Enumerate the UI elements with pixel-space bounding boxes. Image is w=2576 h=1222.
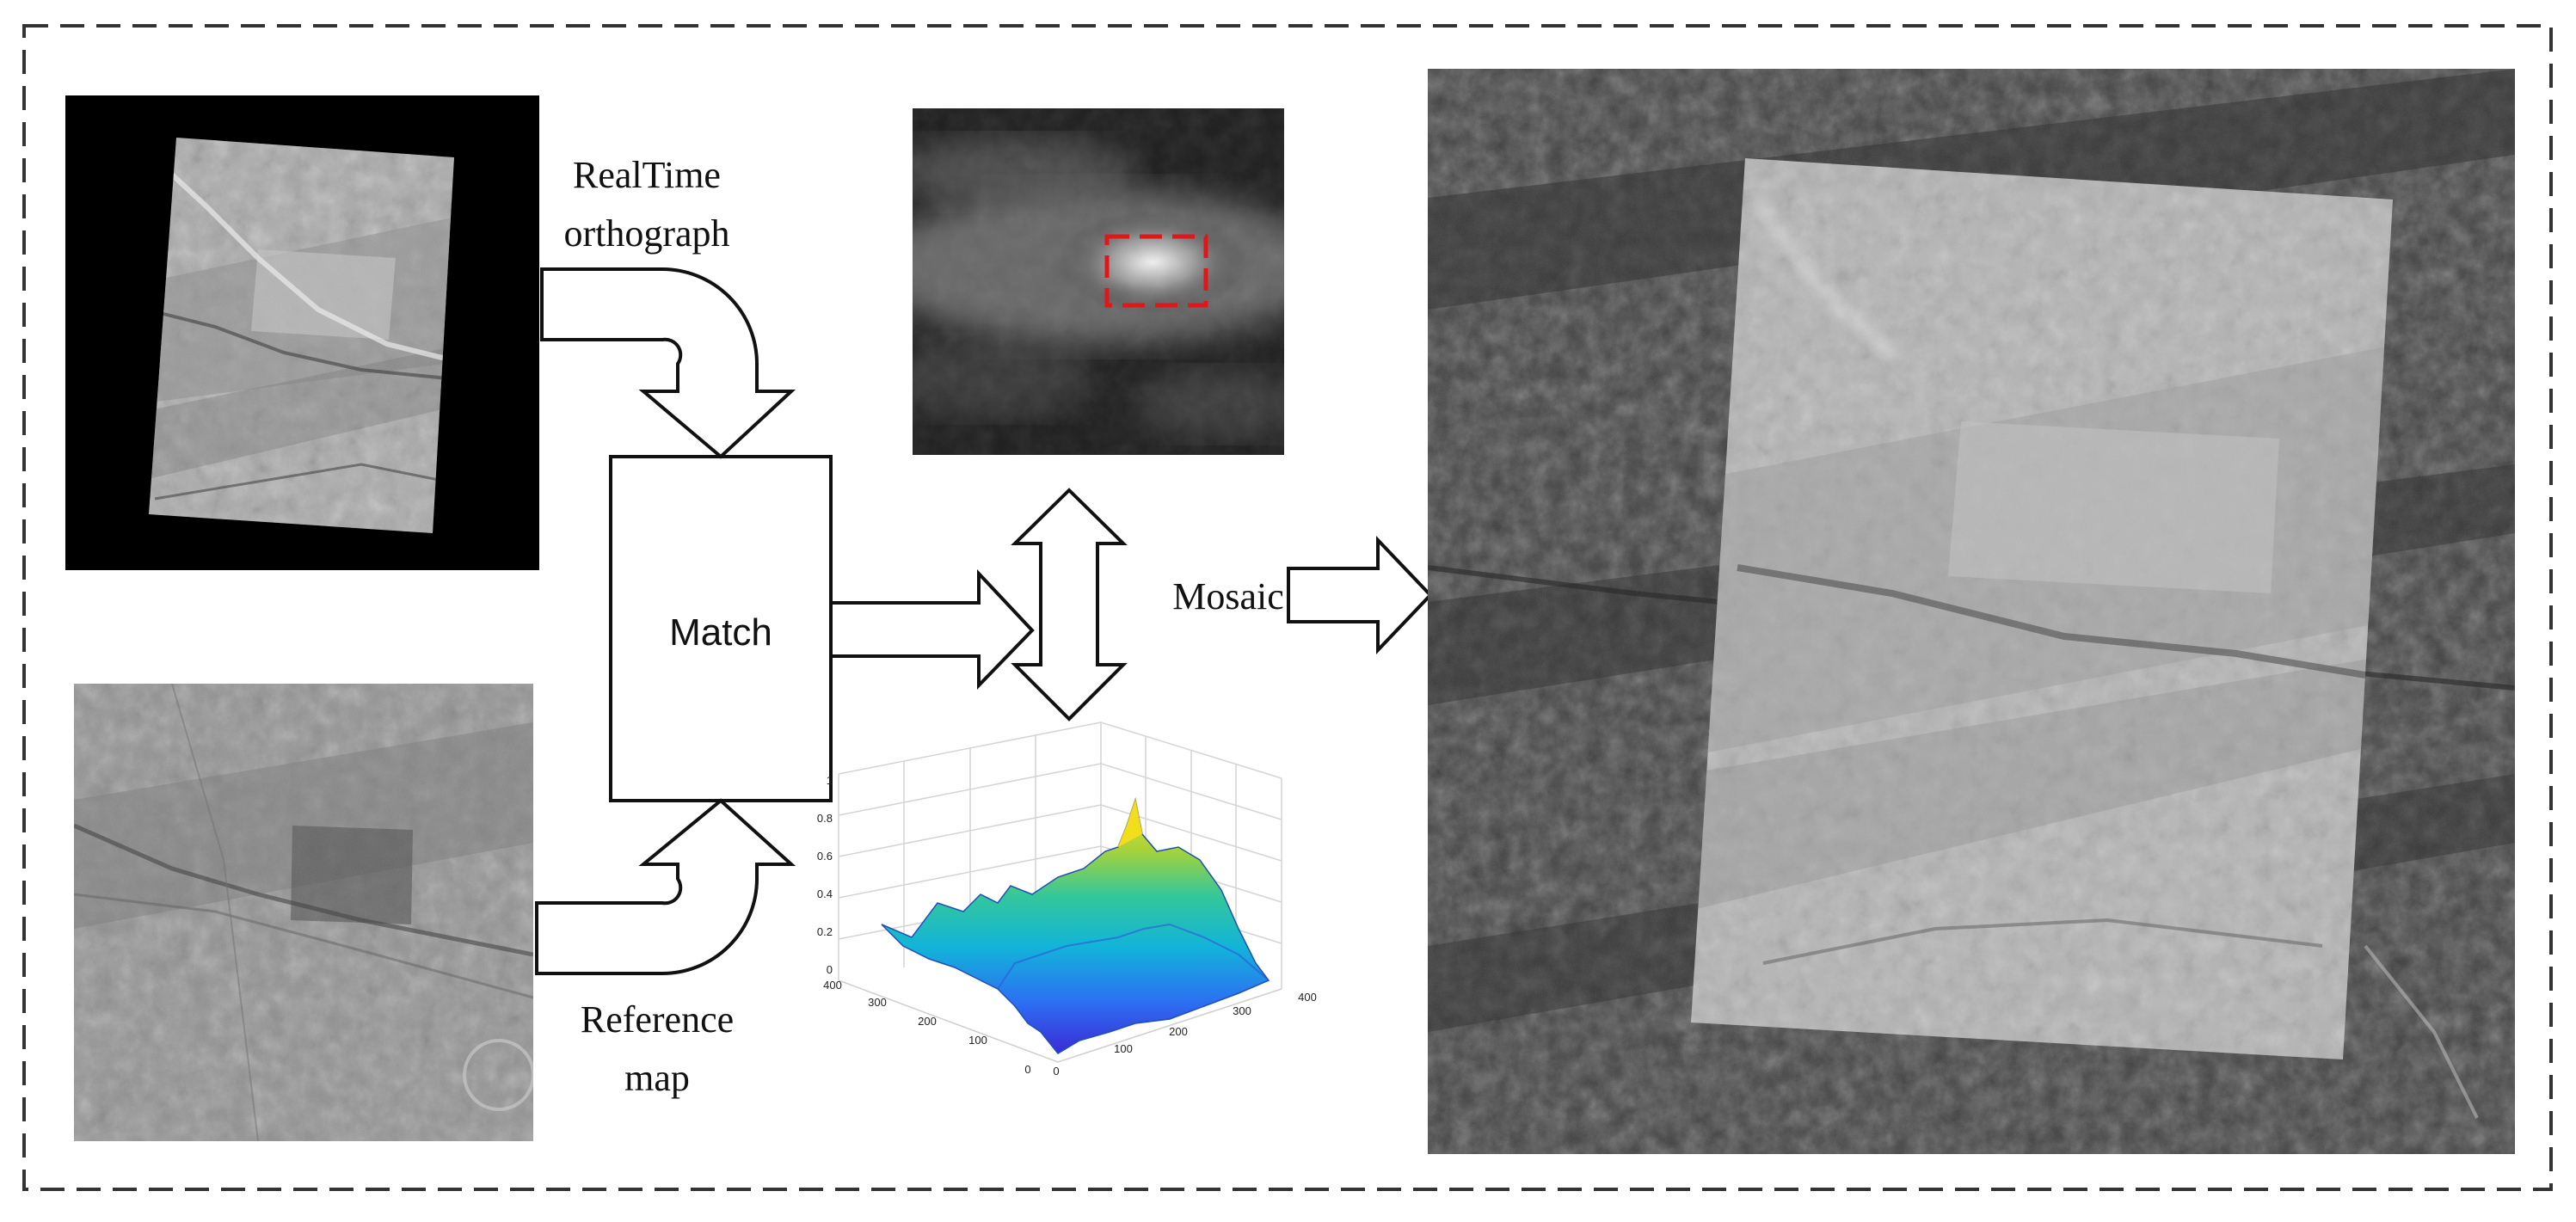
correlation-heatmap-image (913, 108, 1284, 455)
match-to-result-arrow (829, 568, 1035, 690)
y-tick-300: 300 (868, 996, 887, 1009)
x-tick-100: 100 (1114, 1042, 1133, 1055)
realtime-label-line2: orthograph (563, 212, 729, 255)
y-tick-100: 100 (968, 1034, 987, 1047)
x-tick-0: 0 (1053, 1065, 1059, 1078)
y-tick-400: 400 (823, 979, 842, 992)
peak-highlight-box (1104, 234, 1208, 308)
z-tick-04: 0.4 (817, 887, 833, 900)
reference-map-image (74, 684, 533, 1141)
x-tick-400: 400 (1298, 991, 1317, 1004)
reference-label-line1: Reference (581, 998, 734, 1041)
z-tick-0: 0 (827, 963, 833, 976)
mosaic-result-image (1428, 69, 2515, 1154)
realtime-orthograph-image (65, 95, 539, 570)
z-tick-02: 0.2 (817, 925, 833, 938)
mosaic-label: Mosaic (1172, 575, 1284, 617)
z-tick-08: 0.8 (817, 812, 833, 825)
reference-label-line2: map (624, 1057, 690, 1099)
x-tick-300: 300 (1233, 1004, 1251, 1017)
realtime-label-line1: RealTime (573, 154, 721, 196)
correlation-surface-plot: 0 0.2 0.4 0.6 0.8 1 400 300 200 100 0 0 … (817, 722, 1317, 1078)
x-tick-200: 200 (1169, 1025, 1188, 1038)
match-box (609, 455, 833, 802)
z-tick-1: 1 (827, 774, 833, 787)
reference-to-match-arrow (535, 798, 796, 975)
y-tick-200: 200 (918, 1015, 937, 1028)
vertical-double-arrow (1011, 488, 1128, 722)
outer-dashed-frame (22, 24, 2553, 1191)
mosaic-arrow (1287, 536, 1433, 654)
realtime-to-match-arrow (540, 267, 796, 459)
match-label: Match (669, 611, 772, 654)
z-tick-06: 0.6 (817, 850, 833, 863)
y-tick-0: 0 (1024, 1063, 1030, 1076)
